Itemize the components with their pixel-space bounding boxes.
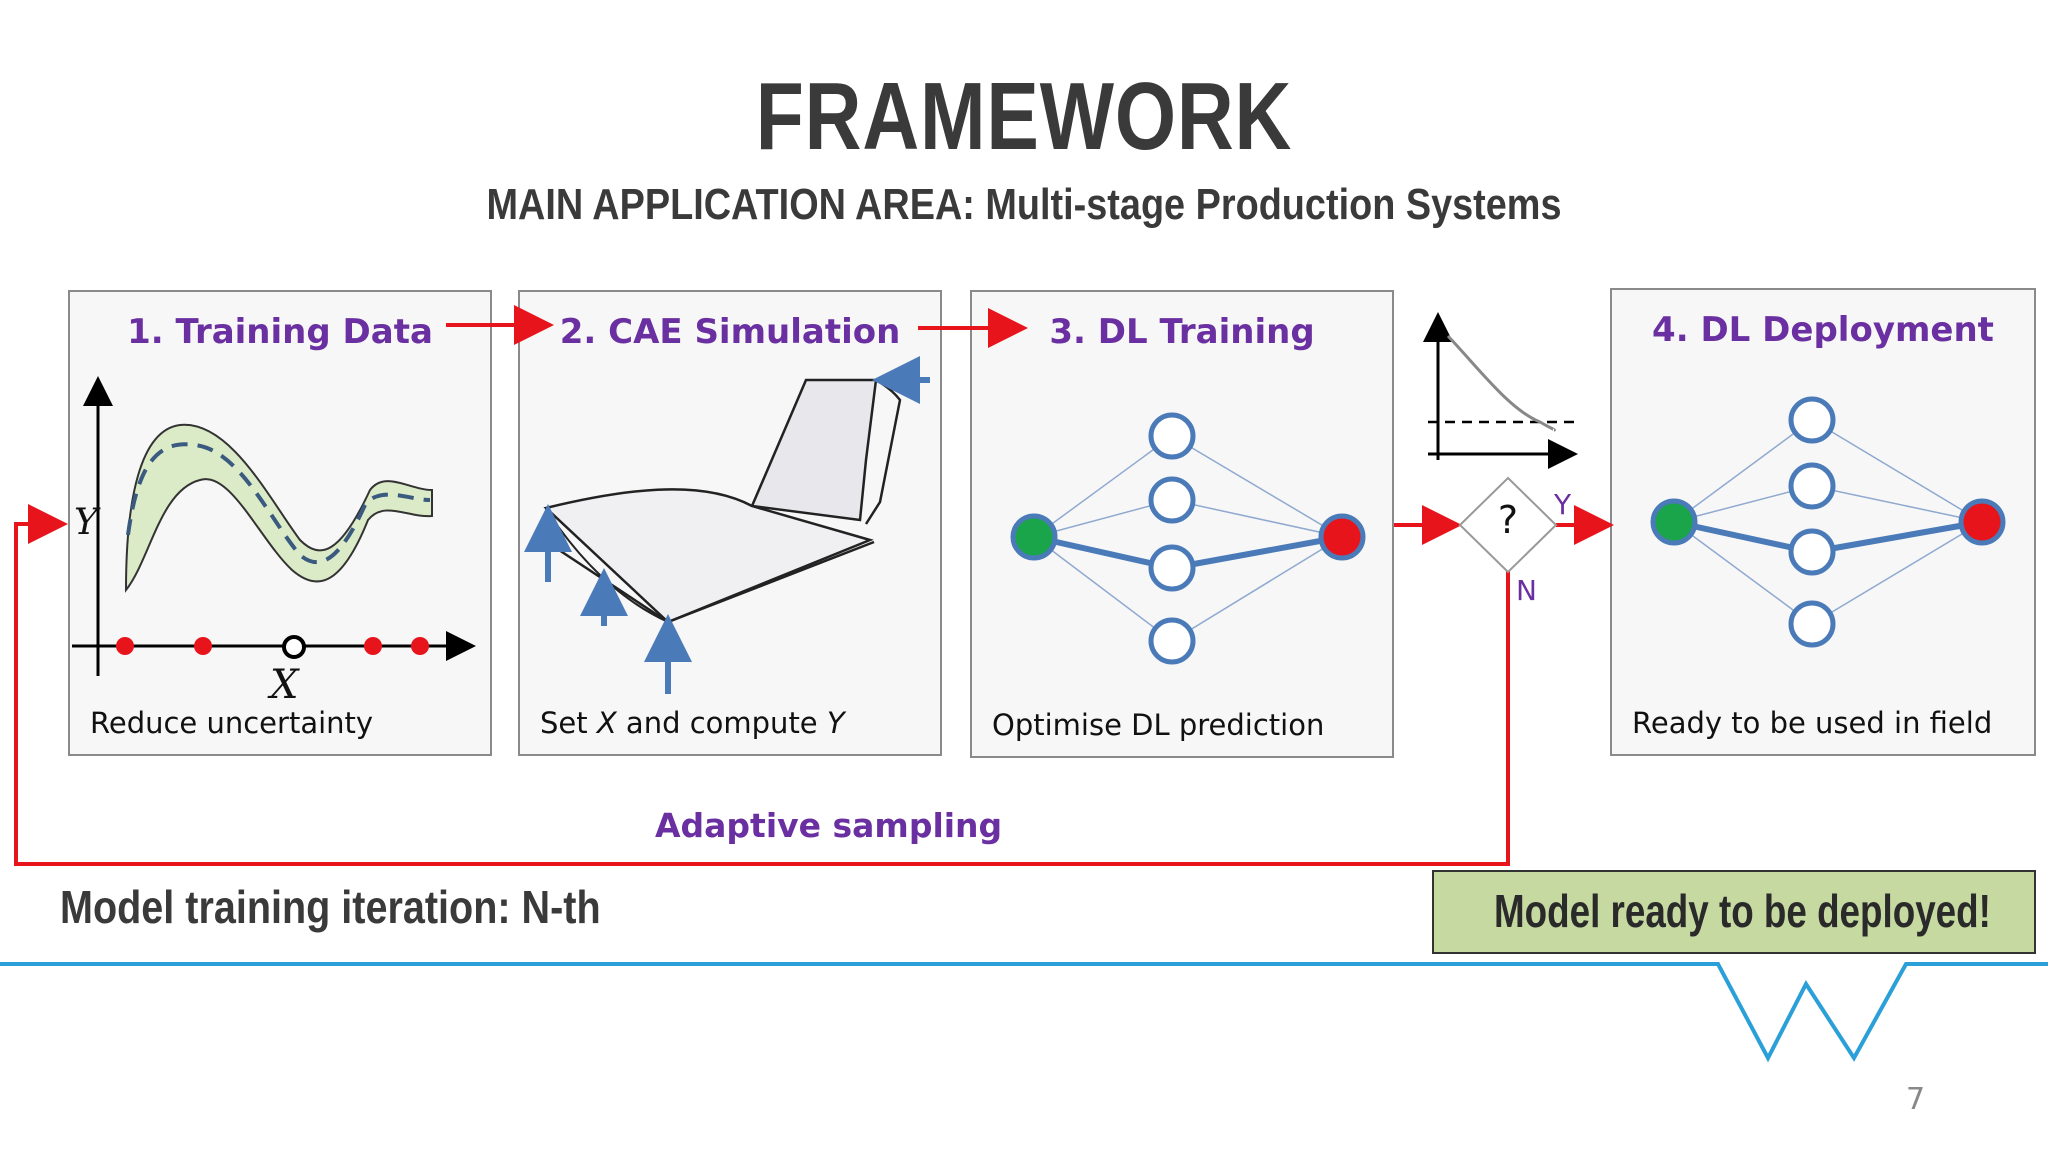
page-subtitle: MAIN APPLICATION AREA: Multi-stage Produ…: [486, 180, 1562, 229]
hidden-node: [1788, 462, 1836, 510]
sample-point: [364, 637, 382, 655]
query-point: [282, 635, 306, 659]
input-node: [1010, 513, 1058, 561]
feedback-loop-arrow: [14, 504, 1510, 866]
hidden-node: [1148, 544, 1196, 592]
axis-y-label: Y: [74, 502, 98, 543]
stage-title: 3. DL Training: [1049, 312, 1315, 352]
hidden-node: [1788, 528, 1836, 576]
cae-simulation-sheet: [524, 356, 930, 694]
footer-logo-line: [0, 962, 2048, 1063]
sample-point: [194, 637, 212, 655]
stage-title: 4. DL Deployment: [1652, 310, 1994, 350]
training-data-plot: [72, 376, 476, 676]
ready-banner-text: Model ready to be deployed!: [1494, 885, 1991, 937]
stage-caption: Optimise DL prediction: [992, 708, 1325, 742]
hidden-node: [1148, 412, 1196, 460]
hidden-node: [1148, 617, 1196, 665]
training-network: [1010, 412, 1366, 665]
input-node: [1650, 498, 1698, 546]
output-node: [1958, 498, 2006, 546]
axis-x-label: X: [270, 662, 299, 708]
decision-yes-label: Y: [1554, 488, 1572, 521]
iteration-label: Model training iteration: N-th: [60, 881, 601, 933]
hidden-node: [1788, 396, 1836, 444]
page-title: FRAMEWORK: [755, 63, 1293, 170]
output-node: [1318, 513, 1366, 561]
sample-point: [411, 637, 429, 655]
decision-question-mark: ?: [1497, 498, 1519, 542]
hidden-node: [1788, 600, 1836, 648]
page-number: 7: [1906, 1082, 1926, 1117]
deployment-network: [1650, 396, 2006, 648]
hidden-node: [1148, 476, 1196, 524]
stage-title: 1. Training Data: [127, 312, 433, 352]
loss-curve-plot: [1423, 312, 1578, 469]
adaptive-sampling-label: Adaptive sampling: [655, 806, 1003, 845]
stage-caption: Ready to be used in field: [1632, 706, 1993, 740]
sample-point: [116, 637, 134, 655]
decision-no-label: N: [1516, 574, 1537, 607]
ready-banner: Model ready to be deployed!: [1432, 870, 2036, 954]
stage-title: 2. CAE Simulation: [559, 312, 901, 352]
stage-caption: Reduce uncertainty: [90, 706, 374, 740]
decision-diamond: [1458, 476, 1558, 574]
stage-caption: Set X and compute Y: [540, 706, 845, 740]
